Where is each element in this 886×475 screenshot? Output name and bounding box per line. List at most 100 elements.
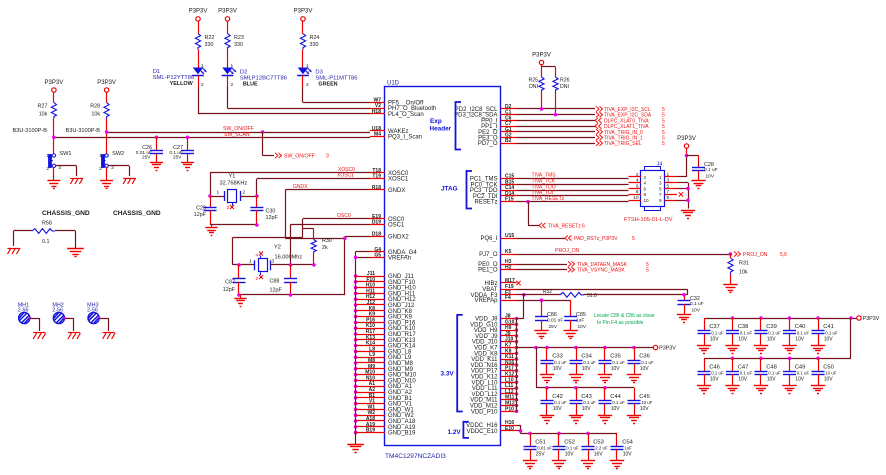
svg-text:FTSH-105-01-L-DV: FTSH-105-01-L-DV <box>624 217 673 223</box>
svg-text:C28: C28 <box>704 162 714 168</box>
svg-text:DNI: DNI <box>560 84 569 90</box>
svg-text:C36: C36 <box>639 354 650 360</box>
svg-text:M17: M17 <box>505 278 515 284</box>
svg-text:C41: C41 <box>823 324 834 330</box>
svg-text:U15: U15 <box>505 233 514 239</box>
svg-text:K10: K10 <box>366 323 375 329</box>
svg-text:K8: K8 <box>505 348 512 354</box>
svg-text:VDD_L12: VDD_L12 <box>471 392 498 398</box>
svg-text:10 uF: 10 uF <box>825 371 837 376</box>
svg-text:1uF: 1uF <box>624 446 632 451</box>
svg-text:GND_K14: GND_K14 <box>388 344 416 350</box>
svg-text:2-56: 2-56 <box>52 308 63 314</box>
svg-text:1: 1 <box>217 190 220 196</box>
svg-text:1: 1 <box>46 153 49 159</box>
svg-text:51.0: 51.0 <box>587 293 597 299</box>
svg-text:0.1 uF: 0.1 uF <box>583 400 596 405</box>
svg-text:T19: T19 <box>372 174 381 180</box>
svg-text:GNDA_G4: GNDA_G4 <box>388 250 417 256</box>
svg-text:R26: R26 <box>560 78 570 84</box>
svg-text:GND_B1: GND_B1 <box>388 396 413 402</box>
svg-text:25V: 25V <box>173 155 182 161</box>
svg-text:C34: C34 <box>581 354 592 360</box>
svg-text:C53: C53 <box>593 440 604 446</box>
svg-text:P3P3V: P3P3V <box>532 52 551 58</box>
svg-text:V2: V2 <box>375 103 381 109</box>
svg-text:GND_M8: GND_M8 <box>388 361 414 367</box>
svg-text:K14: K14 <box>366 341 375 347</box>
svg-text:10V: 10V <box>795 336 805 342</box>
svg-text:C47: C47 <box>738 365 749 371</box>
svg-text:PQ3_I_Scan: PQ3_I_Scan <box>388 135 422 141</box>
svg-text:A2: A2 <box>369 387 376 393</box>
svg-text:2: 2 <box>201 82 204 88</box>
svg-text:R28: R28 <box>90 104 100 110</box>
svg-text:R31: R31 <box>739 261 749 267</box>
svg-text:9: 9 <box>667 195 670 201</box>
svg-text:7: 7 <box>659 192 662 197</box>
svg-text:PJ7_O: PJ7_O <box>479 252 498 258</box>
svg-text:P3P3V: P3P3V <box>218 9 237 15</box>
svg-text:C15: C15 <box>505 174 514 180</box>
svg-text:2-56: 2-56 <box>18 308 29 314</box>
svg-text:PROJ_ON: PROJ_ON <box>555 248 580 254</box>
svg-text:2.2 uF: 2.2 uF <box>595 446 608 451</box>
svg-text:TIVA_RESETz: TIVA_RESETz <box>532 196 565 202</box>
svg-text:12pF: 12pF <box>194 212 207 218</box>
svg-text:C42: C42 <box>552 394 563 400</box>
svg-text:GND_H10: GND_H10 <box>388 286 416 292</box>
svg-text:CHASSIS_GND: CHASSIS_GND <box>113 210 161 217</box>
svg-text:TIVA_TRIG_IN_1: TIVA_TRIG_IN_1 <box>604 136 643 142</box>
svg-text:L12: L12 <box>505 389 514 395</box>
svg-text:TIVA_TMS: TIVA_TMS <box>532 173 557 179</box>
svg-text:M4: M4 <box>374 132 381 138</box>
svg-text:G4: G4 <box>374 247 381 253</box>
svg-text:C40: C40 <box>795 324 806 330</box>
svg-text:C51: C51 <box>535 440 546 446</box>
svg-text:5: 5 <box>662 113 665 119</box>
svg-text:R17: R17 <box>366 329 375 335</box>
svg-text:25V: 25V <box>549 324 558 330</box>
svg-text:JTAG: JTAG <box>441 186 458 193</box>
svg-text:G1: G1 <box>505 127 512 133</box>
svg-text:TIVA_TDO: TIVA_TDO <box>532 184 556 190</box>
svg-text:R32: R32 <box>543 289 552 295</box>
svg-text:G5: G5 <box>374 252 381 258</box>
svg-text:5: 5 <box>662 107 665 113</box>
svg-text:GNDX2: GNDX2 <box>388 235 409 241</box>
svg-text:GND_F10: GND_F10 <box>388 280 416 286</box>
svg-text:6: 6 <box>636 183 639 189</box>
svg-text:OSC0: OSC0 <box>337 213 351 219</box>
svg-text:GND_V1: GND_V1 <box>388 402 413 408</box>
svg-text:R27: R27 <box>38 104 48 110</box>
svg-text:PC0_TCK: PC0_TCK <box>470 182 497 188</box>
svg-text:GND_K8: GND_K8 <box>388 309 413 315</box>
svg-text:0.1 uF: 0.1 uF <box>690 301 704 307</box>
svg-text:0.01 uF: 0.01 uF <box>136 150 152 156</box>
svg-text:5: 5 <box>646 262 649 268</box>
svg-text:C49: C49 <box>795 365 806 371</box>
svg-text:PAD_RSTz_P3P3V: PAD_RSTz_P3P3V <box>574 236 618 242</box>
svg-text:L11: L11 <box>505 383 514 389</box>
svg-text:VDD_K11: VDD_K11 <box>471 357 498 363</box>
svg-text:10V: 10V <box>692 307 701 313</box>
svg-text:8: 8 <box>636 189 639 195</box>
svg-text:PE0_O: PE0_O <box>478 262 498 268</box>
svg-text:C44: C44 <box>610 394 621 400</box>
svg-text:R30: R30 <box>322 238 332 244</box>
svg-text:10V: 10V <box>706 173 715 179</box>
svg-text:C88: C88 <box>270 279 280 285</box>
svg-text:25V: 25V <box>142 155 151 161</box>
svg-text:5: 5 <box>662 130 665 136</box>
svg-text:L9: L9 <box>369 352 375 358</box>
svg-text:0.1 uF: 0.1 uF <box>825 330 838 335</box>
svg-text:P3P3V: P3P3V <box>189 9 208 15</box>
svg-text:C85: C85 <box>576 312 586 318</box>
svg-text:GND_L9: GND_L9 <box>388 355 412 361</box>
svg-text:GND_W2: GND_W2 <box>388 413 414 419</box>
svg-text:GND_M10: GND_M10 <box>388 373 417 379</box>
svg-text:VDD_J8: VDD_J8 <box>475 317 498 323</box>
svg-text:10V: 10V <box>582 366 592 372</box>
svg-text:C7: C7 <box>505 121 512 127</box>
svg-text:GND_K9: GND_K9 <box>388 315 413 321</box>
